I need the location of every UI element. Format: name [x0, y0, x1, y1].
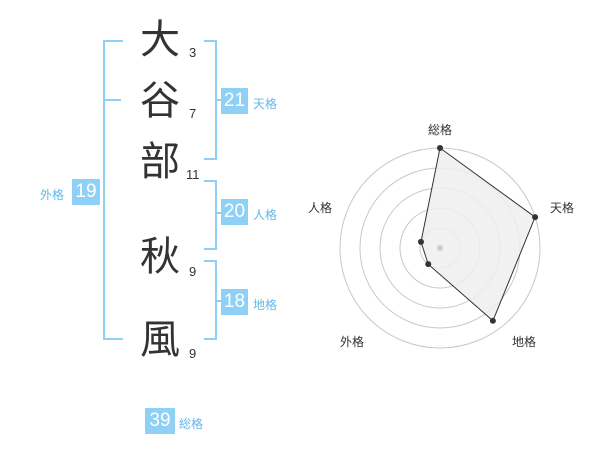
- stroke-count-2: 7: [189, 106, 197, 121]
- radar-axis-label-gaikaku: 外格: [340, 334, 364, 349]
- stroke-count-4: 9: [189, 264, 197, 279]
- radar-center-dot: [437, 245, 443, 251]
- tenkaku-value: 21: [221, 88, 248, 114]
- radar-point: [425, 261, 432, 268]
- radar-point: [532, 214, 539, 221]
- chikaku-bracket-tick: [215, 300, 221, 302]
- name-char-3: 部: [140, 139, 180, 185]
- tenkaku-bracket-tick: [215, 99, 221, 101]
- tenkaku-label: 天格: [253, 97, 278, 111]
- jinkaku-bracket-tick: [215, 212, 221, 214]
- soukaku-label: 総格: [179, 417, 204, 431]
- chikaku-label: 地格: [253, 298, 278, 312]
- stroke-count-1: 3: [189, 45, 197, 60]
- jinkaku-bracket: [204, 180, 217, 250]
- stroke-count-3: 11: [186, 167, 200, 182]
- name-char-2: 谷: [140, 78, 180, 124]
- name-char-4: 秋: [140, 234, 180, 280]
- name-char-1: 大: [140, 17, 180, 63]
- gaikaku-bracket: [103, 40, 123, 340]
- radar-point: [489, 317, 496, 324]
- name-char-5: 風: [140, 317, 180, 363]
- radar-polygon: [420, 147, 536, 322]
- radar-axis-label-jinkaku: 人格: [308, 200, 332, 215]
- jinkaku-value: 20: [221, 199, 248, 225]
- radar-axis-label-tenkaku: 天格: [550, 200, 574, 215]
- gaikaku-value: 19: [72, 179, 100, 205]
- radar-point: [437, 145, 443, 151]
- soukaku-value: 39: [145, 408, 175, 434]
- radar-axis-label-chikaku: 地格: [512, 334, 536, 349]
- stroke-count-5: 9: [189, 346, 197, 361]
- radar-point: [417, 238, 424, 245]
- chikaku-value: 18: [221, 289, 248, 315]
- gaikaku-label: 外格: [40, 188, 65, 202]
- jinkaku-label: 人格: [253, 208, 278, 222]
- gaikaku-bracket-tick: [103, 99, 121, 101]
- radar-axis-label-soukaku: 総格: [428, 122, 452, 137]
